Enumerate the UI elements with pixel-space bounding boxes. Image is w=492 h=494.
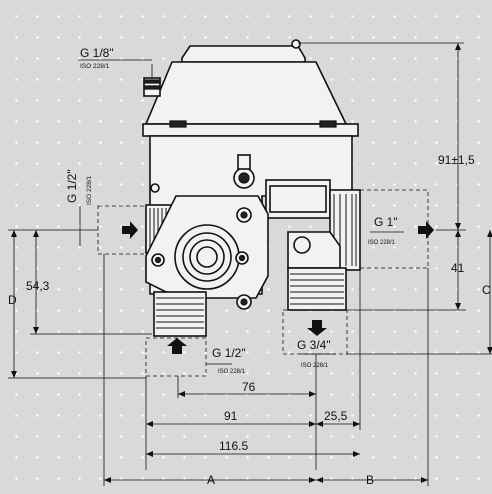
regulator-body [142, 39, 361, 337]
label-g12-bottom: G 1/2" [212, 346, 246, 360]
dim-b: B [366, 473, 374, 487]
dimension-lines [8, 42, 492, 486]
dim-25-5: 25,5 [324, 409, 348, 423]
dim-c: C [482, 283, 491, 297]
label-g12-bottom-iso: ISO 228/1 [218, 369, 246, 375]
label-g12-left-iso: ISO 228/1 [86, 175, 93, 205]
outlet-arrow-right [418, 221, 434, 239]
dimension-values: 91±1,5 41 C 54,3 D 76 91 25,5 116.5 A B [8, 153, 491, 487]
label-g18-iso: ISO 228/1 [80, 63, 110, 70]
label-g18: G 1/8" [80, 46, 114, 60]
outlet-arrow-bottom [307, 320, 327, 336]
dim-91-tol: 91±1,5 [438, 153, 475, 167]
label-g34-iso: ISO 228/1 [301, 363, 329, 369]
thread-labels: G 1/8" ISO 228/1 G 1/2" ISO 228/1 G 1" I… [65, 46, 404, 375]
inlet-arrow-bottom [167, 338, 187, 354]
dim-91: 91 [224, 409, 238, 423]
dim-116-5: 116.5 [219, 439, 248, 453]
label-g34: G 3/4" [297, 338, 331, 352]
dim-d: D [8, 293, 17, 307]
dim-41: 41 [451, 261, 465, 275]
label-g1: G 1" [374, 215, 398, 229]
inlet-arrow-left [122, 221, 138, 239]
label-g12-left: G 1/2" [65, 169, 79, 203]
flow-arrows [122, 221, 434, 354]
dim-54-3: 54,3 [26, 279, 50, 293]
dim-76: 76 [242, 380, 256, 394]
dim-a: A [207, 473, 215, 487]
label-g1-iso: ISO 228/1 [368, 240, 396, 246]
